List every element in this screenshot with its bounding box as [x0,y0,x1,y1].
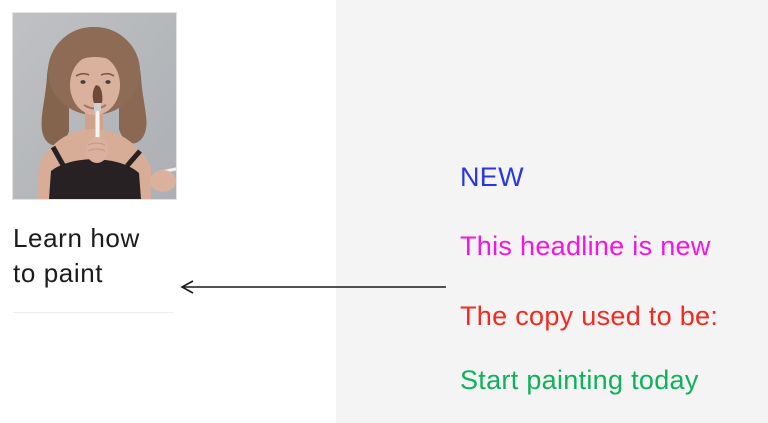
eyebrow-right [100,72,115,77]
hair-fringe [70,53,120,71]
annotation-panel-bg [336,0,768,423]
annotation-arrow [180,280,446,294]
annotation-copy-used-to-be: The copy used to be: [460,301,719,331]
eyebrow-left [75,72,90,77]
hand-left-with-brush [150,166,176,192]
card-headline-line1: Learn how [13,223,140,253]
annotation-old-copy: Start painting today [460,365,699,395]
annotation-new-label: NEW [460,162,524,192]
woman-paintbrush-photo [12,12,177,200]
eye-right [105,80,111,84]
camisole-strap-left [50,145,66,167]
annotation-headline-new: This headline is new [460,231,711,261]
black-camisole [49,159,141,199]
promo-card [12,12,183,200]
camisole-strap-right [125,149,142,168]
face [70,55,120,115]
card-headline: Learn how to paint [13,221,140,291]
eye-left [80,80,86,84]
fingers [87,142,106,152]
card-headline-line2: to paint [13,258,104,288]
divider-line [13,312,173,313]
